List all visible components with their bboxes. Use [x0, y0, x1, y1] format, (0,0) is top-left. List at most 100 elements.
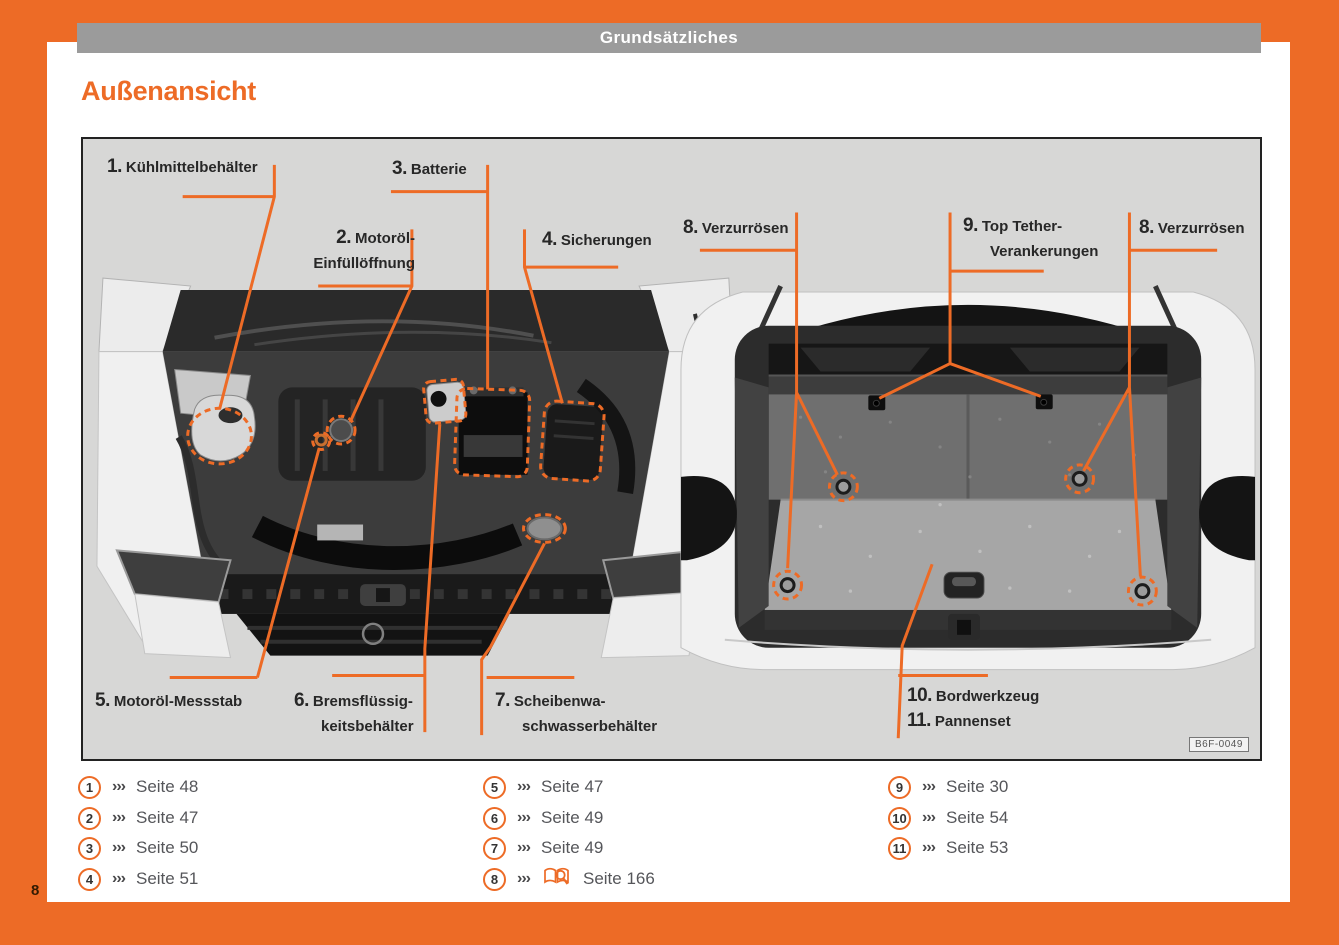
reference-arrow-icon: ›››	[112, 870, 126, 887]
oil-filler-cap	[329, 418, 354, 443]
reference-item-1: 1 ››› Seite 48	[78, 775, 198, 799]
page-number: 8	[31, 882, 40, 899]
reference-page-text: Seite 50	[135, 838, 199, 857]
leader-10	[896, 563, 988, 739]
brake-fluid-reservoir	[426, 381, 467, 423]
leader-lines	[169, 164, 1218, 739]
reference-item-9: 9 ››› Seite 30	[888, 775, 1008, 799]
figure-label-6: 6.Bremsflüssig- keitsbehälter	[294, 690, 414, 735]
figure-label-7: 7.Scheibenwa- schwasserbehälter	[495, 690, 658, 735]
leader-1	[182, 164, 276, 410]
reference-arrow-icon: ›››	[517, 778, 531, 795]
reference-page-text: Seite 53	[945, 838, 1009, 857]
figure-code-tag: B6F-0049	[1189, 737, 1249, 752]
marker-lashing-eye-3	[1064, 463, 1096, 495]
reference-page-text: Seite 47	[540, 777, 604, 796]
reference-item-6: 6 ››› Seite 49	[483, 806, 603, 830]
reference-page-text: Seite 47	[135, 808, 199, 827]
reference-item-2: 2 ››› Seite 47	[78, 806, 198, 830]
chapter-title: Grundsätzliches	[599, 28, 739, 47]
reference-page-text: Seite 49	[540, 838, 604, 857]
marker-oil-filler	[325, 414, 357, 446]
reference-number-badge: 1	[78, 775, 101, 799]
marker-dipstick	[311, 431, 332, 451]
tailgate-opening-top	[744, 304, 1192, 388]
reference-number-badge: 7	[483, 836, 506, 860]
reference-item-4: 4 ››› Seite 51	[78, 867, 198, 891]
chapter-header-bar: Grundsätzliches	[77, 23, 1261, 53]
engine-bay-photo	[96, 277, 741, 659]
exterior-view-figure: 1.Kühlmittelbehälter 2.Motoröl- Einfüllö…	[81, 137, 1262, 761]
marker-lashing-eye-1	[827, 471, 859, 503]
top-tether-anchor-right	[1035, 394, 1053, 410]
reference-arrow-icon: ›››	[112, 809, 126, 826]
figure-label-5: 5.Motoröl-Messstab	[95, 690, 243, 711]
figure-graphic	[96, 164, 1256, 739]
marker-washer-fluid	[522, 513, 567, 544]
battery	[458, 386, 528, 475]
fuse-box	[543, 404, 604, 481]
book-reference-icon	[543, 867, 570, 891]
figure-label-2: 2.Motoröl- Einfüllöffnung	[313, 227, 415, 272]
leader-7	[480, 542, 575, 736]
figure-label-9: 9.Top Tether- Verankerungen	[963, 215, 1099, 260]
figure-label-10: 10.Bordwerkzeug	[907, 685, 1040, 706]
front-grille	[236, 613, 510, 656]
reference-arrow-icon: ›››	[517, 809, 531, 826]
page-title: Außenansicht	[81, 76, 256, 106]
marker-battery	[453, 386, 532, 479]
headlight-left	[115, 549, 232, 604]
reference-item-3: 3 ››› Seite 50	[78, 836, 198, 860]
figure-label-3: 3.Batterie	[392, 158, 467, 179]
reference-page-text: Seite 48	[135, 777, 199, 796]
tool-kit-handle	[943, 571, 985, 640]
reference-item-10: 10 ››› Seite 54	[888, 806, 1008, 830]
reference-arrow-icon: ›››	[517, 870, 531, 887]
marker-lashing-eye-2	[772, 569, 804, 601]
leader-4	[523, 229, 619, 404]
figure-label-11: 11.Pannenset	[907, 710, 1011, 731]
reference-page-text: Seite 49	[540, 808, 604, 827]
washer-fluid-reservoir	[526, 516, 563, 541]
reference-item-5: 5 ››› Seite 47	[483, 775, 603, 799]
reference-page-text: Seite 30	[945, 777, 1009, 796]
taillight-right	[1199, 476, 1256, 561]
lashing-eyes	[779, 470, 1151, 600]
reference-page-text: Seite 166	[582, 869, 655, 888]
reference-number-badge: 5	[483, 775, 506, 799]
reference-arrow-icon: ›››	[112, 778, 126, 795]
reference-number-badge: 2	[78, 806, 101, 830]
leader-8-left	[699, 212, 839, 569]
marker-coolant-reservoir	[186, 406, 253, 466]
reference-number-badge: 9	[888, 775, 911, 799]
figure-label-4: 4.Sicherungen	[542, 229, 652, 250]
part-markers	[186, 377, 1158, 607]
leader-3	[390, 164, 490, 390]
reference-number-badge: 6	[483, 806, 506, 830]
trunk-photo	[680, 285, 1256, 671]
reference-item-7: 7 ››› Seite 49	[483, 836, 603, 860]
reference-arrow-icon: ›››	[517, 839, 531, 856]
reference-number-badge: 10	[888, 806, 911, 830]
reference-item-11: 11 ››› Seite 53	[888, 836, 1008, 860]
leader-9	[878, 212, 1044, 400]
leader-2	[318, 229, 414, 423]
figure-label-8-left: 8.Verzurrösen	[683, 217, 789, 238]
reference-item-8: 8 ››› Seite 166	[483, 867, 655, 891]
reference-number-badge: 11	[888, 836, 911, 860]
reference-arrow-icon: ›››	[922, 778, 936, 795]
oil-dipstick	[314, 433, 328, 447]
taillight-left	[680, 476, 737, 561]
cargo-floor	[764, 499, 1172, 610]
reference-number-badge: 4	[78, 867, 101, 891]
marker-brake-fluid	[422, 377, 468, 425]
figure-label-8-right: 8.Verzurrösen	[1139, 217, 1245, 238]
marker-lashing-eye-4	[1126, 575, 1158, 607]
reference-page-text: Seite 54	[945, 808, 1009, 827]
figure-label-1: 1.Kühlmittelbehälter	[107, 156, 258, 177]
coolant-reservoir	[191, 394, 256, 462]
leader-6	[332, 424, 442, 733]
reference-arrow-icon: ›››	[112, 839, 126, 856]
reference-number-badge: 3	[78, 836, 101, 860]
reference-number-badge: 8	[483, 867, 506, 891]
